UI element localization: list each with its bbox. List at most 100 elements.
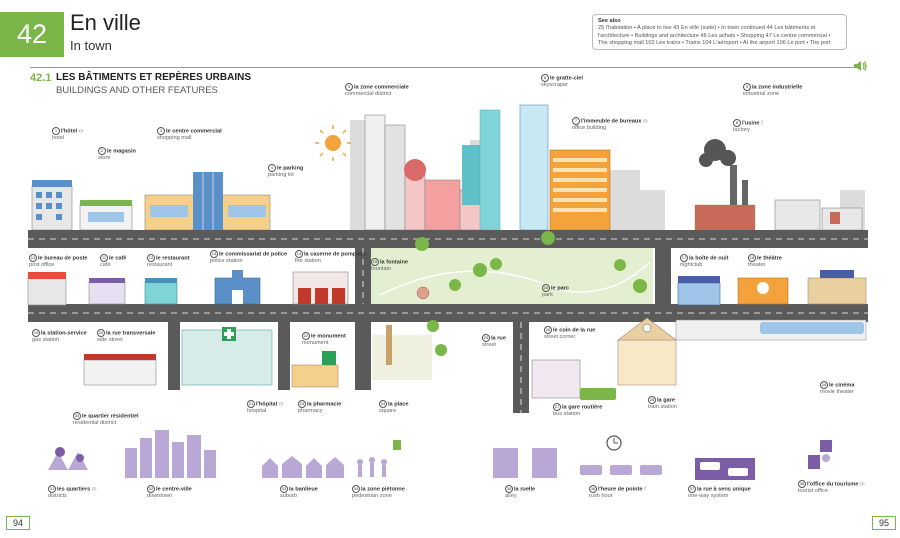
label-french: le parc xyxy=(551,285,570,292)
label-french: la rue transversale xyxy=(106,330,156,337)
suburb-icon xyxy=(262,456,344,478)
label-number: 9 xyxy=(743,83,751,91)
label-french: la ruelle xyxy=(514,486,536,493)
label-number: 20 xyxy=(97,329,105,337)
section-number: 42.1 xyxy=(30,72,52,84)
label-french: le parking xyxy=(277,165,304,172)
label-french: l'immeuble de bureaux xyxy=(581,118,642,125)
label-number: 14 xyxy=(295,250,303,258)
label-english: post office xyxy=(29,262,55,269)
label-number: 6 xyxy=(541,74,549,82)
label-english: pharmacy xyxy=(298,408,323,415)
label-french: l'heure de pointe xyxy=(598,486,643,493)
label-english: commercial district xyxy=(345,91,392,98)
downtown-icon xyxy=(125,430,216,478)
label-french: l'office du tourisme xyxy=(807,481,859,488)
label-number: 7 xyxy=(572,117,580,125)
label-gender: f xyxy=(644,486,646,493)
label-english: café xyxy=(100,262,111,269)
audio-speaker-icon[interactable] xyxy=(853,60,867,72)
see-also-box: See also 25 l'habitation • A place to li… xyxy=(592,14,847,50)
label-number: 15 xyxy=(371,258,379,266)
shopping-mall-building xyxy=(144,172,271,231)
label-english: alley xyxy=(505,493,517,500)
label-french: l'hôpital xyxy=(256,401,278,408)
label-english: restaurant xyxy=(147,262,173,269)
factory-building xyxy=(694,139,756,231)
label-english: suburb xyxy=(280,493,298,500)
label-french: le coin de la rue xyxy=(553,327,596,334)
label-english: districts xyxy=(48,493,67,500)
monument-square xyxy=(372,320,447,380)
label-english: train station xyxy=(648,404,677,411)
label-english: fire station xyxy=(295,258,321,265)
label-french: la caserne de pompiers xyxy=(304,251,367,258)
label-french: le commissariat de police xyxy=(219,251,288,258)
label-english: police station xyxy=(210,258,243,265)
road-markings xyxy=(28,238,868,413)
label-gender: m xyxy=(278,401,284,408)
label-french: le cinéma xyxy=(829,382,855,389)
label-french: l'usine xyxy=(742,120,760,127)
label-english: skyscraper xyxy=(541,82,569,89)
label-number: 18 xyxy=(748,254,756,262)
label-gender: m xyxy=(859,481,865,488)
see-also-text: 25 l'habitation • A place to live 43 En … xyxy=(598,25,831,47)
alley-icon xyxy=(493,448,557,478)
label-gender: m xyxy=(642,118,648,125)
label-french: le centre-ville xyxy=(156,486,192,493)
label-french: la zone commerciale xyxy=(354,84,409,91)
movie-theater-building xyxy=(807,270,867,305)
label-english: street xyxy=(482,342,496,349)
label-number: 26 xyxy=(544,326,552,334)
label-gender: m xyxy=(78,128,84,135)
label-number: 11 xyxy=(100,254,108,262)
label-number: 13 xyxy=(210,250,218,258)
label-french: le bureau de poste xyxy=(38,255,88,262)
label-english: industrial zone xyxy=(743,91,780,98)
label-english: rush hour xyxy=(589,493,613,500)
label-number: 21 xyxy=(247,400,255,408)
label-english: movie theater xyxy=(820,389,854,396)
label-french: la gare routière xyxy=(562,404,603,411)
label-english: pedestrian zone xyxy=(352,493,392,500)
section-title-en: BUILDINGS AND OTHER FEATURES xyxy=(56,85,218,96)
label-french: la rue à sens unique xyxy=(697,486,751,493)
gas-station-building xyxy=(83,354,157,386)
label-english: street corner xyxy=(544,334,576,341)
chapter-title-en: In town xyxy=(70,38,112,53)
restaurant-building xyxy=(144,278,178,305)
section-title-fr: LES BÂTIMENTS ET REPÈRES URBAINS xyxy=(56,72,252,83)
label-english: theater xyxy=(748,262,766,269)
label-number: 3 xyxy=(157,127,165,135)
pedestrian-zone-icon xyxy=(357,440,401,477)
label-number: 17 xyxy=(680,254,688,262)
label-number: 34 xyxy=(352,485,360,493)
label-number: 16 xyxy=(542,284,550,292)
label-english: square xyxy=(379,408,397,415)
office-building xyxy=(549,149,611,231)
fire-station-building xyxy=(292,271,349,305)
label-number: 37 xyxy=(688,485,696,493)
label-english: parking lot xyxy=(268,172,294,179)
label-number: 38 xyxy=(798,480,806,488)
